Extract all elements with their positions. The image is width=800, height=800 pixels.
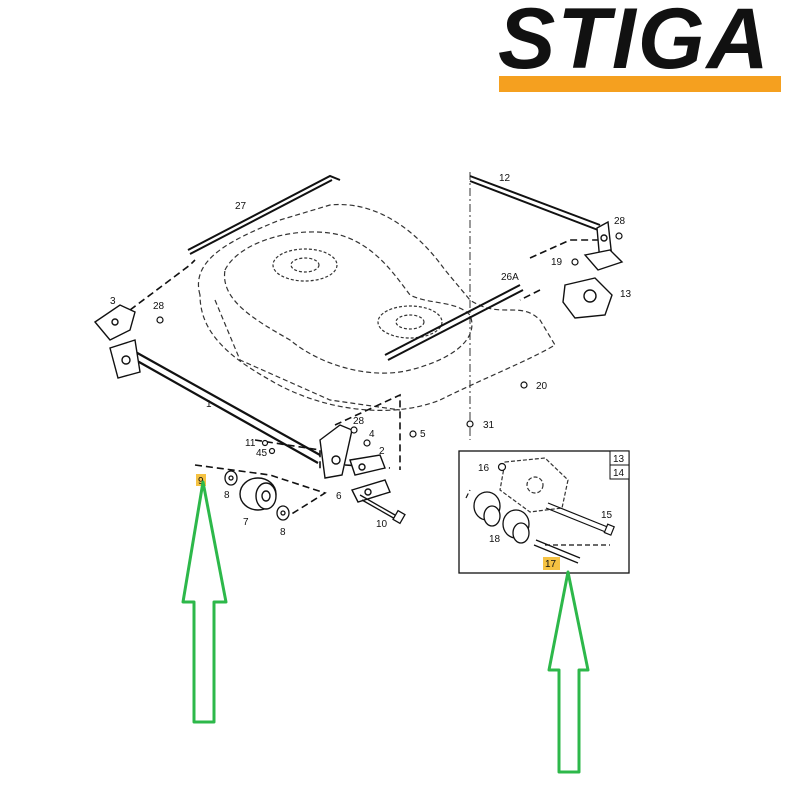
callout-8-left: 8 — [224, 490, 230, 501]
callout-28-left: 28 — [153, 301, 165, 312]
nut-5 — [409, 430, 417, 438]
callout-13: 13 — [620, 289, 632, 300]
callout-27: 27 — [235, 201, 247, 212]
rod-12 — [469, 175, 601, 231]
inset-callout-17: 17 — [545, 559, 557, 570]
callout-4: 4 — [369, 429, 375, 440]
inset-pin-17 — [533, 539, 581, 564]
callout-labels: 27 12 28 19 26A 13 3 28 1 20 28 4 5 31 1… — [110, 173, 632, 538]
guide-11-45 — [254, 439, 321, 470]
stiga-logo: STIGA — [498, 0, 781, 92]
rod-26a — [384, 284, 524, 361]
callout-9-highlight — [196, 474, 206, 486]
callout-5: 5 — [420, 429, 426, 440]
callout-11: 11 — [245, 438, 256, 449]
guide-left-top — [129, 259, 196, 311]
guide-wheel — [194, 464, 327, 516]
deck-inner-outline — [223, 231, 473, 374]
link-2 — [349, 454, 386, 476]
callout-8-right: 8 — [280, 527, 286, 538]
nut-28-right — [615, 232, 623, 240]
guide-center — [334, 393, 401, 470]
callout-7: 7 — [243, 517, 249, 528]
pivot-block-13 — [562, 249, 624, 319]
washer-45 — [268, 447, 276, 455]
callout-45: 45 — [256, 448, 268, 459]
callout-1: 1 — [206, 399, 212, 410]
callout-10: 10 — [376, 519, 388, 530]
callout-6: 6 — [336, 491, 342, 502]
deck-outer-outline — [197, 203, 556, 412]
inset-washer-16 — [497, 462, 507, 472]
callout-2: 2 — [379, 446, 385, 457]
nut-8-left — [224, 470, 238, 486]
bolt-19 — [571, 258, 579, 266]
inset-callout-14: 14 — [613, 468, 625, 479]
bolt-10 — [359, 494, 406, 525]
callout-26a: 26A — [501, 272, 519, 283]
inset-callout-13: 13 — [613, 454, 625, 465]
callout-19: 19 — [551, 257, 563, 268]
inset-bushings-18 — [473, 491, 530, 544]
assembly-guides — [129, 239, 600, 516]
spindle-right — [377, 305, 443, 339]
deck-skirt-line — [214, 299, 401, 411]
callout-9: 9 — [198, 476, 204, 487]
inset-callout-15: 15 — [601, 510, 613, 521]
nut-28-left — [156, 316, 164, 324]
arm-left — [109, 339, 141, 379]
bolt-4 — [363, 439, 371, 447]
inset-callout-16: 16 — [478, 463, 490, 474]
bracket-3 — [93, 304, 136, 341]
washer-11 — [261, 439, 269, 447]
inset-tag-14-box — [609, 464, 630, 480]
guide-right-mid — [519, 289, 541, 301]
guide-right-top — [529, 239, 600, 259]
spindle-left — [272, 248, 338, 282]
inset-bolt-15 — [545, 502, 615, 536]
fasteners — [156, 232, 623, 455]
callout-28-top-right: 28 — [614, 216, 626, 227]
nut-28-center — [350, 426, 358, 434]
callout-20: 20 — [536, 381, 548, 392]
rod-27 — [187, 174, 341, 255]
nut-8-right — [276, 505, 290, 521]
brand-wordmark: STIGA — [498, 0, 771, 87]
callout-12: 12 — [499, 173, 511, 184]
inset-panel: 13 14 16 15 18 — [458, 450, 630, 574]
main-shaft-1 — [131, 349, 321, 464]
inset-callout-17-highlight — [543, 557, 560, 570]
roller-wheel-7 — [239, 477, 277, 511]
inset-callout-18: 18 — [489, 534, 501, 545]
callout-31: 31 — [483, 420, 495, 431]
inset-pivot-block — [499, 457, 569, 513]
logo-underline-bar — [499, 76, 781, 92]
indicator-arrow-left — [181, 480, 228, 724]
callout-28-center: 28 — [353, 416, 365, 427]
callout-3: 3 — [110, 296, 116, 307]
mower-deck — [197, 203, 556, 412]
nut-20 — [520, 381, 528, 389]
indicator-arrow-right — [547, 570, 590, 774]
nut-31 — [466, 420, 474, 428]
arm-right — [319, 424, 353, 479]
link-6 — [351, 479, 391, 503]
